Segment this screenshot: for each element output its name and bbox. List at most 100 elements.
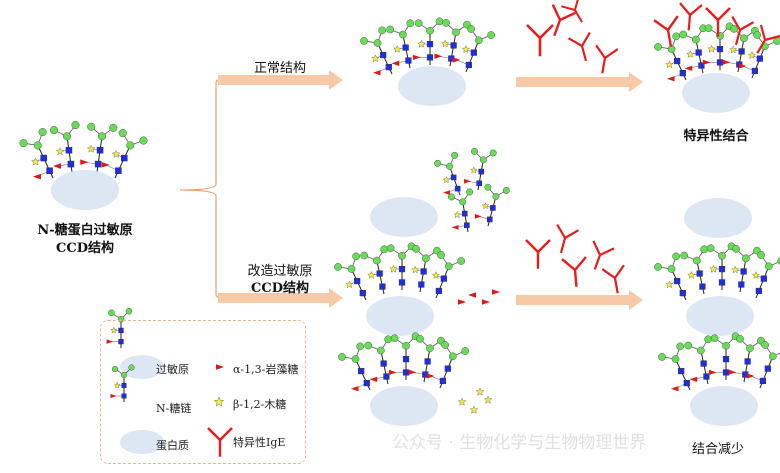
n-glycan [412,17,444,65]
source-label-1: N-糖蛋白过敏原 [37,223,133,238]
reduced-binding-label: 结合减少 [691,442,745,457]
glcnac-square-icon [760,275,767,282]
ige-icon [595,44,619,74]
n-glycan [728,334,765,383]
mannose-circle-icon [492,192,500,200]
ige-icon [567,31,591,62]
glcnac-square-icon [450,174,457,181]
glcnac-square-icon [380,360,387,367]
ige-shape [561,256,587,287]
mannose-circle-icon [459,198,467,206]
normal-path-arrow [218,70,343,90]
n-glycan [654,252,687,301]
mannose-circle-icon [125,307,133,315]
mannose-circle-icon [761,341,769,349]
mannose-circle-icon [672,252,681,261]
glcnac-square-icon [718,279,726,286]
ige-shape [756,24,780,54]
glcnac-square-icon [674,57,681,65]
ige-shape [567,31,591,62]
xylose-star-icon [665,60,674,69]
xylose-star-icon [728,45,738,54]
glcnac-square-icon [461,210,468,217]
mannose-circle-icon [448,352,457,361]
glcnac-square-icon [426,41,434,48]
xylose-star-icon [213,396,225,407]
xylose-star-icon [469,166,478,174]
n-glycan [334,252,367,301]
glcnac-square-icon [398,266,406,273]
mannose-circle-icon [692,35,700,44]
glcnac-square-icon [696,270,703,277]
mannose-circle-icon [722,341,730,350]
bound-allergen-protein [682,73,750,113]
fucose-triangle-icon [443,190,450,196]
glcnac-square-icon [464,222,470,229]
fucose-triangle-icon [452,57,461,63]
mannose-circle-icon [466,188,474,196]
normal-path-label: 正常结构 [253,61,307,76]
mannose-circle-icon [126,141,135,150]
xylose-star-icon [417,39,426,48]
n-glycan [679,24,708,74]
n-glycan [751,251,780,299]
fucose-triangle-icon [412,54,421,61]
fucose-triangle-icon [684,65,693,71]
allergen-icon [120,355,164,379]
ige-icon [525,239,551,269]
mannose-circle-icon [444,262,453,271]
glcnac-square-icon [121,393,127,399]
mannose-circle-icon [706,244,715,253]
xylose-star-icon [475,387,485,396]
ige-shape [207,427,233,457]
ige-icon [561,256,587,287]
fucose-triangle-icon [702,59,711,66]
fucose-triangle-icon [110,393,117,399]
glcnac-square-icon [698,62,705,69]
fucose-triangle-icon [738,63,747,69]
ige-shape [592,240,615,270]
xylose-star-icon [110,326,118,334]
mannose-circle-icon [452,28,460,37]
mannose-circle-icon [457,257,466,265]
glcnac-square-icon [699,283,706,290]
legend-xylose-label: β-1,2-木糖 [233,398,287,411]
mannose-circle-icon [684,341,693,350]
glcnac-square-icon [94,160,102,168]
mannose-circle-icon [718,251,726,260]
mannose-circle-icon [700,245,709,254]
mannose-circle-icon [109,123,118,132]
glcnac-square-icon [764,365,771,372]
glcnac-square-icon [740,268,747,275]
xylose-star-icon [410,265,420,274]
fucose-triangle-icon [482,299,490,305]
xylose-star-icon [345,280,354,289]
glcnac-square-icon [444,365,451,372]
fucose-triangle-icon [434,53,443,59]
n-glycan [434,18,471,67]
xylose-star-icon [461,44,471,54]
source-protein [51,170,119,210]
mannose-circle-icon [446,162,454,170]
mannose-circle-icon [360,251,369,260]
mannose-circle-icon [435,17,444,26]
n-glycan [338,342,371,392]
mannose-circle-icon [679,30,688,39]
glcnac-square-icon [476,180,482,187]
ige-shape [705,7,731,37]
mannose-circle-icon [697,346,705,355]
mannose-circle-icon [416,334,424,343]
ige-icon [653,15,679,47]
mannose-circle-icon [764,262,773,271]
ige-icon [561,0,583,23]
mannose-circle-icon [479,156,487,164]
legend-fucose-label: α-1,3-岩藻糖 [233,363,299,376]
ige-shape [653,15,679,47]
glcnac-square-icon [418,281,425,288]
glcnac-square-icon [722,369,730,376]
defucosylated-protein [366,296,434,336]
mannose-circle-icon [710,334,719,343]
mannose-circle-icon [484,183,492,191]
fucose-triangle-icon [372,70,381,76]
ige-shape [525,239,551,269]
